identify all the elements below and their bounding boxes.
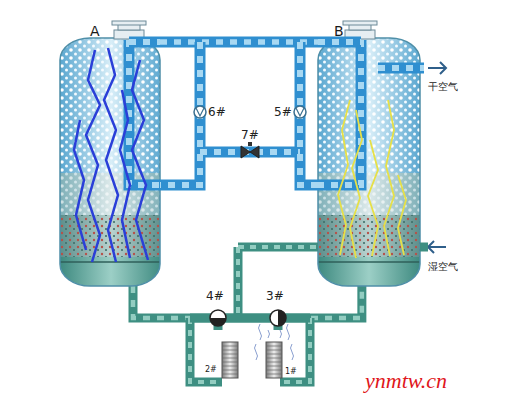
silencer bbox=[222, 342, 282, 378]
silencer-rib bbox=[222, 350, 238, 351]
tower-label: B bbox=[334, 24, 344, 38]
silencer-rib bbox=[266, 366, 282, 367]
silencer-rib bbox=[222, 358, 238, 359]
flow-lines bbox=[74, 48, 148, 262]
tower-label: A bbox=[90, 24, 100, 38]
dry-pipe bbox=[129, 40, 424, 185]
tower-cap bbox=[112, 21, 377, 39]
tower-outline bbox=[60, 38, 160, 286]
silencer-rib bbox=[222, 374, 238, 375]
silencer-rib bbox=[266, 374, 282, 375]
exhaust-waves bbox=[255, 324, 294, 360]
silencer-rib bbox=[222, 370, 238, 371]
flow-label: 湿空气 bbox=[428, 262, 458, 272]
callout-number: 4# bbox=[206, 290, 224, 302]
callout-number: 1# bbox=[285, 368, 297, 376]
silencer-rib bbox=[266, 362, 282, 363]
pipe-highlight bbox=[160, 39, 318, 45]
silencer-rib bbox=[222, 366, 238, 367]
pipe-connector bbox=[133, 286, 362, 318]
tower-body bbox=[60, 38, 160, 286]
pipe bbox=[133, 286, 362, 318]
pipe-connector bbox=[160, 42, 318, 43]
silencer-rib bbox=[266, 358, 282, 359]
flow-label: 干空气 bbox=[428, 82, 458, 92]
pipe-highlight bbox=[133, 286, 362, 318]
silencer-rib bbox=[222, 354, 238, 355]
adsorption-tower: A bbox=[60, 38, 160, 286]
adsorption-tower: B bbox=[318, 38, 420, 286]
silencer-rib bbox=[266, 346, 282, 347]
watermark: ynmtw.cn bbox=[365, 370, 447, 392]
callout-number: 2# bbox=[205, 366, 217, 374]
silencer-rib bbox=[222, 362, 238, 363]
tower-outline bbox=[318, 38, 420, 286]
silencer-rib bbox=[266, 350, 282, 351]
wet-pipe bbox=[190, 247, 428, 382]
silencer-rib bbox=[266, 354, 282, 355]
callout-number: 3# bbox=[266, 290, 284, 302]
silencer-rib bbox=[266, 370, 282, 371]
callout-number: 7# bbox=[241, 129, 259, 141]
flow-lines bbox=[338, 100, 406, 258]
silencer-rib bbox=[222, 346, 238, 347]
valve bbox=[210, 310, 286, 326]
pipe bbox=[160, 37, 318, 48]
valve bbox=[194, 106, 306, 158]
callout-number: 6# bbox=[208, 106, 226, 118]
tower-body bbox=[318, 38, 420, 286]
callout-number: 5# bbox=[274, 106, 292, 118]
